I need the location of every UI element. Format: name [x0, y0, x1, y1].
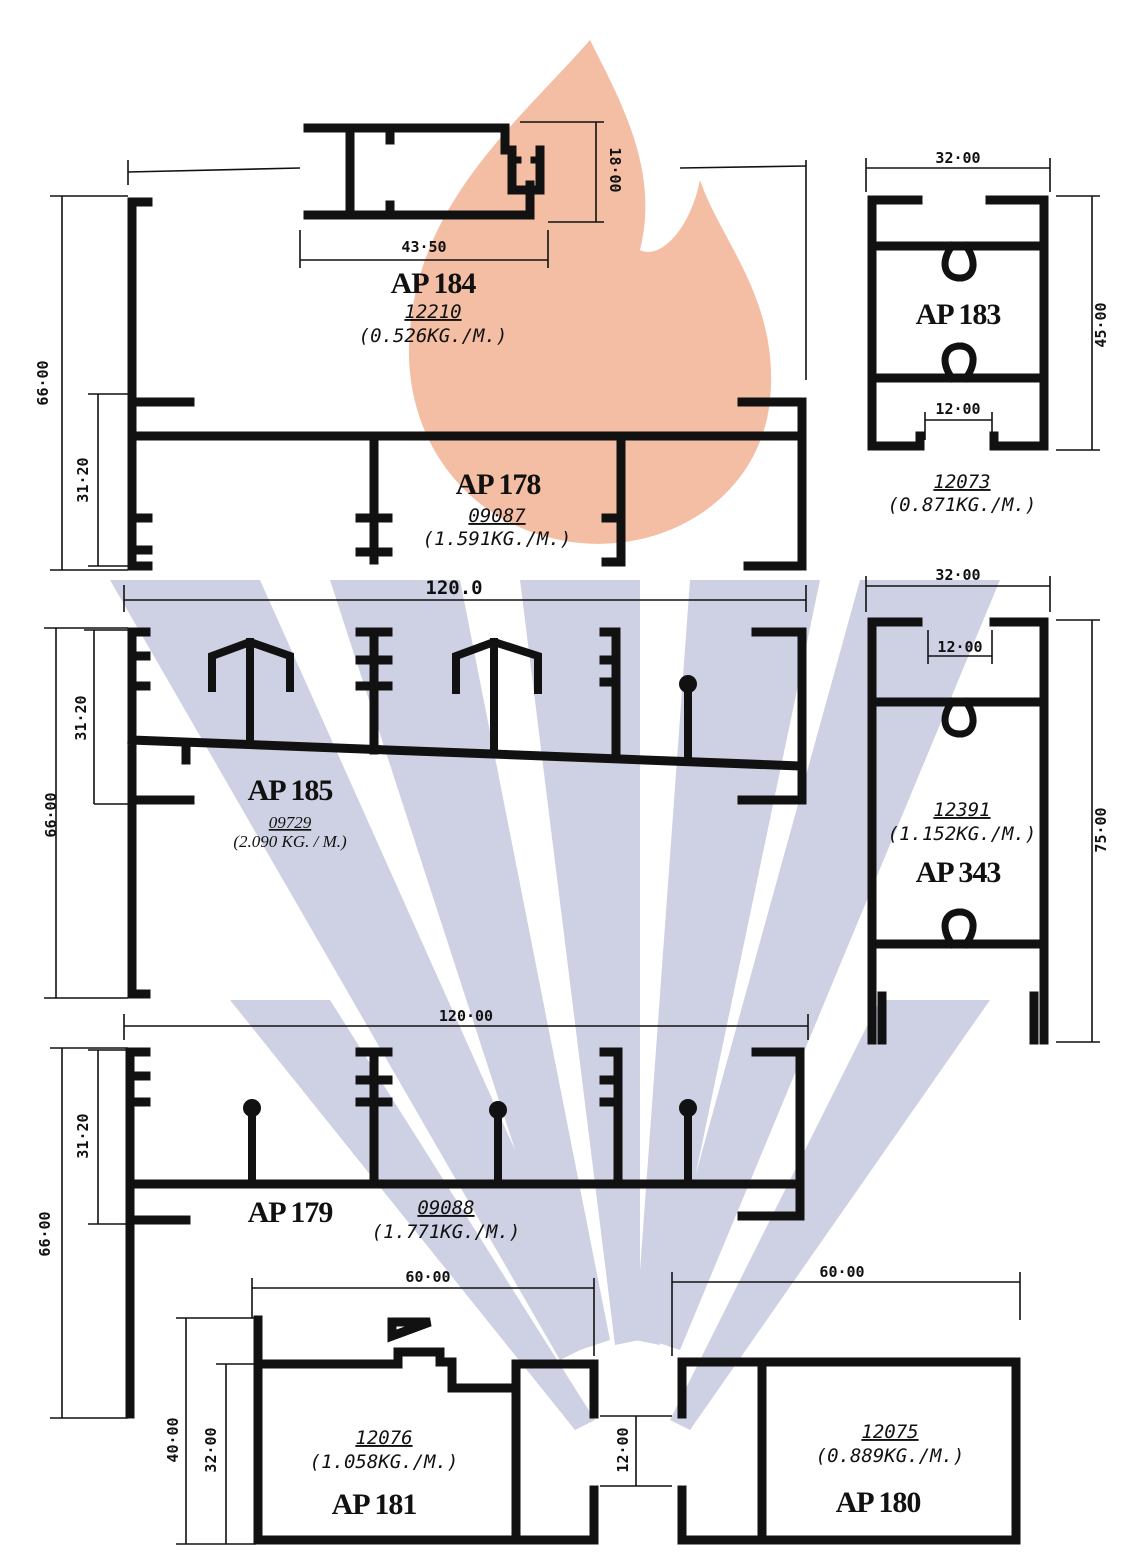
ap181-width-label: 60·00	[405, 1268, 450, 1286]
ap343-weight: (1.152KG./M.)	[888, 823, 1037, 845]
ap183-code: 12073	[933, 471, 990, 493]
ap185-sub-label: 31·20	[72, 695, 90, 740]
watermark-flame	[408, 40, 772, 544]
ap185-weight: (2.090 KG. / M.)	[233, 832, 347, 851]
ap183-weight: (0.871KG./M.)	[888, 494, 1037, 516]
profile-ap184: 43·50 18·00 AP 184 12210 (0.526KG./M.)	[299, 121, 624, 347]
ap178-title: AP 178	[456, 468, 541, 501]
watermark-rays	[110, 580, 1000, 1430]
profile-ap179: 120·00 66·00 31·20 AP 179 09088 (1.771KG…	[36, 1007, 809, 1419]
ap184-height-label: 18·00	[606, 147, 624, 192]
ap179-sub-label: 31·20	[74, 1113, 92, 1158]
ap179-bulb-mark-3	[679, 1099, 697, 1117]
ap181-height-label: 40·00	[164, 1417, 182, 1462]
ap178-width-label: 120.0	[425, 577, 482, 599]
ap183-height-label: 45·00	[1092, 302, 1110, 347]
ap180-title: AP 180	[836, 1486, 921, 1519]
ap179-bulb-mark-2	[489, 1101, 507, 1119]
ap343-title: AP 343	[916, 856, 1001, 889]
ap180-code: 12075	[861, 1421, 918, 1443]
profile-ap183: 32·00 45·00 12·00 AP 183 12073 (0.871KG.…	[865, 149, 1110, 516]
ap183-width-label: 32·00	[935, 149, 980, 167]
ap184-title: AP 184	[391, 267, 477, 300]
ap181-code: 12076	[355, 1427, 412, 1449]
ap184-code: 12210	[404, 301, 461, 323]
profile-ap180: 60·00 12075 (0.889KG./M.) AP 180	[671, 1263, 1021, 1545]
ap183-slot-label: 12·00	[935, 400, 980, 418]
ap179-title: AP 179	[248, 1196, 333, 1229]
ap343-width-label: 32·00	[935, 566, 980, 584]
ap181-title: AP 181	[332, 1488, 417, 1521]
ap179-code: 09088	[417, 1197, 474, 1219]
ap183-title: AP 183	[916, 298, 1001, 331]
ap184-width-label: 43·50	[401, 238, 446, 256]
ap179-bulb-mark-1	[243, 1099, 261, 1117]
ap179-height-label: 66·00	[36, 1211, 54, 1256]
ap185-code: 09729	[269, 813, 312, 832]
ap185-bulb-mark	[679, 675, 697, 693]
watermark-logo	[110, 40, 1000, 1430]
profile-ap185: 66·00 31·20 AP 185 09729 (2.090 KG. / M.…	[42, 627, 807, 999]
ap180-weight: (0.889KG./M.)	[816, 1445, 965, 1467]
ap179-weight: (1.771KG./M.)	[372, 1221, 521, 1243]
ap178-height-label: 66·00	[34, 360, 52, 405]
profile-ap178: 66·00 31·20 120.0 AP 178 09087 (1.591KG.…	[34, 160, 807, 612]
ap184-weight: (0.526KG./M.)	[359, 325, 508, 347]
ap343-slot-label: 12·00	[937, 638, 982, 656]
ap343-code: 12391	[933, 799, 990, 821]
ap181-weight: (1.058KG./M.)	[310, 1451, 459, 1473]
profile-ap181: 60·00 40·00 32·00 12·00 12076 (1.058KG./…	[164, 1268, 672, 1545]
ap179-width-label: 120·00	[439, 1007, 493, 1025]
ap178-weight: (1.591KG./M.)	[423, 528, 572, 550]
ap178-code: 09087	[468, 505, 526, 527]
ap178-sub-label: 31·20	[74, 457, 92, 502]
ap180-width-label: 60·00	[819, 1263, 864, 1281]
ap343-height-label: 75·00	[1092, 807, 1110, 852]
ap181-gap-label: 12·00	[614, 1427, 632, 1472]
ap185-height-label: 66·00	[42, 792, 60, 837]
ap185-title: AP 185	[248, 774, 333, 807]
profile-ap343: 32·00 12·00 75·00 12391 (1.152KG./M.) AP…	[865, 566, 1110, 1045]
ap181-sub-label: 32·00	[202, 1427, 220, 1472]
